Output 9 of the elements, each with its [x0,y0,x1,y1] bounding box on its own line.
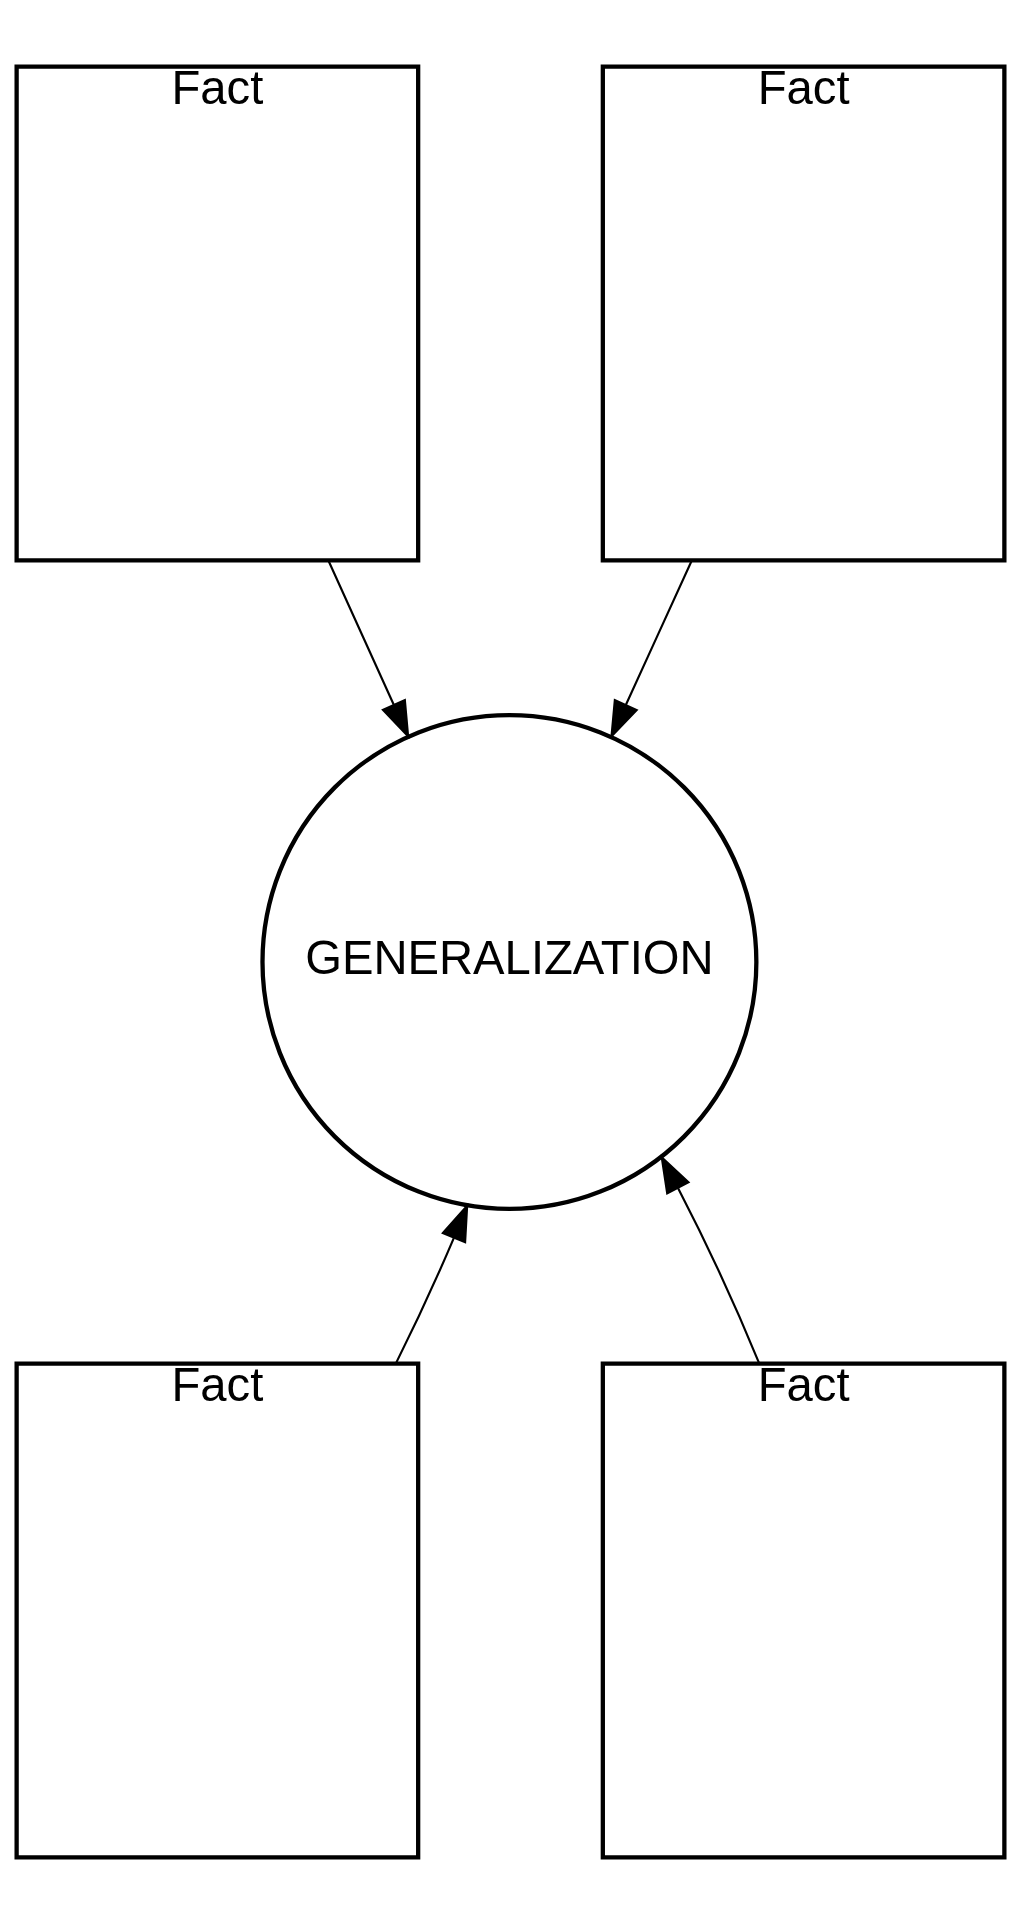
node-circle: GENERALIZATION [260,712,759,1211]
arrow [395,1202,469,1364]
arrow [327,560,410,739]
arrow [660,1154,761,1364]
node-box: Fact [14,63,421,563]
node-box: Fact [600,63,1007,563]
arrow [610,560,693,739]
node-box: Fact [14,1360,421,1860]
node-box: Fact [600,1360,1007,1860]
